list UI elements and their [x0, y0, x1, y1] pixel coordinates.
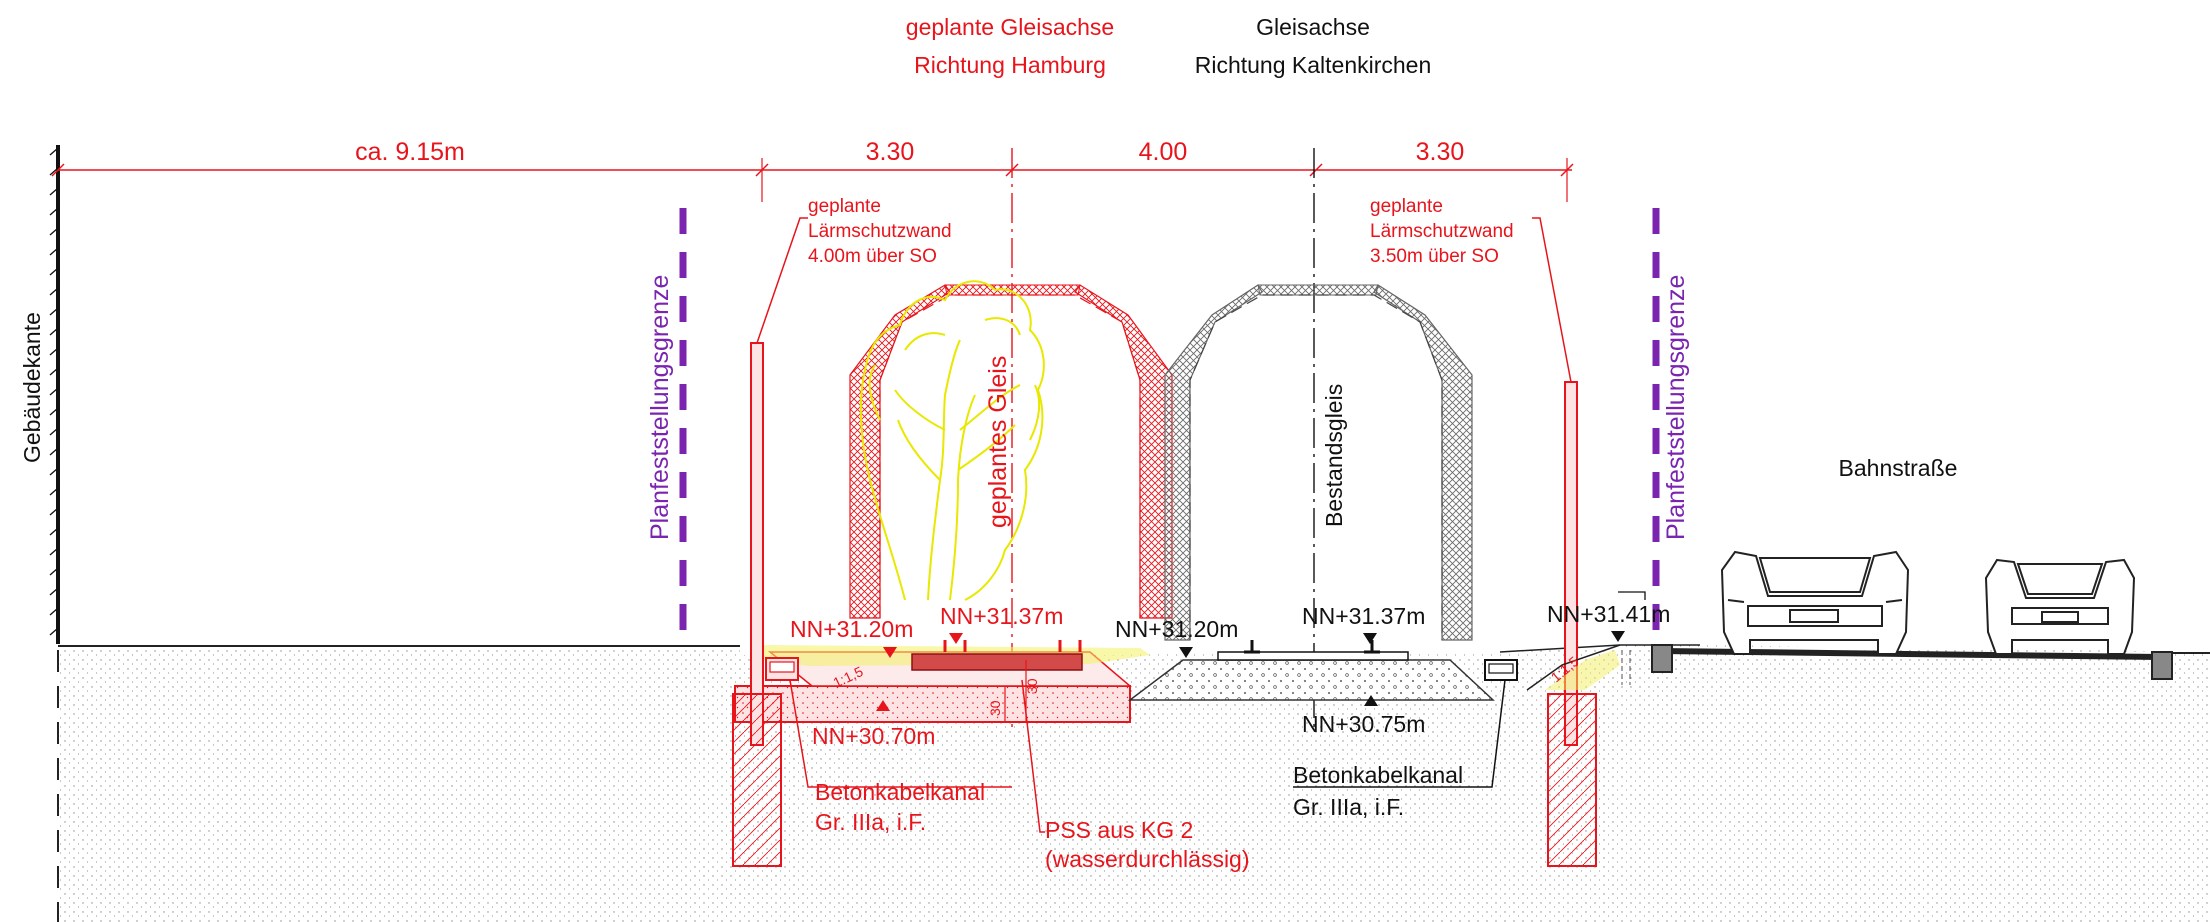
level-label-6: NN+30.70m — [812, 723, 935, 749]
boundary-label-left: Planfeststellungsgrenze — [646, 275, 674, 540]
planned-rail-marks — [943, 640, 1082, 652]
right-dashed-posts — [1621, 650, 1631, 685]
noise-wall-left-line3: 4.00m über SO — [808, 246, 937, 267]
foundation-left — [732, 693, 782, 867]
cable-right-line2: Gr. IIIa, i.F. — [1293, 794, 1404, 820]
pss-line2: (wasserdurchlässig) — [1045, 846, 1250, 872]
existing-clearance-hatch-right — [1373, 284, 1473, 641]
dimension-label-2: 3.30 — [866, 138, 915, 166]
level-label-7: NN+30.75m — [1302, 711, 1425, 737]
existing-sleepers — [1217, 651, 1409, 661]
existing-clearance-roof — [1257, 284, 1379, 296]
level-label-3: NN+31.20m — [1115, 616, 1238, 642]
depth-dimension — [1004, 660, 1027, 722]
cable-right-line1: Betonkabelkanal — [1293, 762, 1463, 788]
existing-axis-line1: Gleisachse — [1256, 14, 1370, 40]
existing-track-label: Bestandsgleis — [1321, 384, 1347, 527]
tree-symbol — [859, 280, 1045, 601]
car-left — [1720, 550, 1910, 655]
planned-axis-line1: geplante Gleisachse — [906, 14, 1114, 40]
cable-right-leader — [1293, 679, 1506, 788]
planned-track-label: geplantes Gleis — [984, 356, 1012, 528]
street-label: Bahnstraße — [1839, 455, 1958, 481]
level-marker-6 — [876, 700, 890, 711]
right-slope — [1526, 644, 1621, 691]
noise-wall-right-leader — [1532, 217, 1572, 383]
existing-axis-line2: Richtung Kaltenkirchen — [1195, 52, 1432, 78]
planned-clearance-roof — [944, 284, 1081, 296]
planned-clearance-hatch-right — [1074, 284, 1173, 619]
foundation-right — [1547, 693, 1597, 867]
depth-label-b: 30 — [1024, 678, 1040, 694]
level-label-2: NN+31.37m — [940, 603, 1063, 629]
pss-leader — [1021, 679, 1045, 833]
depth-label-a: 30 — [987, 700, 1003, 716]
dimension-label-4: 3.30 — [1416, 138, 1465, 166]
noise-wall-right-line3: 3.50m über SO — [1370, 246, 1499, 267]
level-marker-5 — [1611, 631, 1625, 642]
level-label-5: NN+31.41m — [1547, 601, 1670, 627]
noise-wall-right — [1564, 381, 1578, 746]
existing-clearance-hatch-left — [1164, 284, 1263, 641]
noise-wall-right-line2: Lärmschutzwand — [1370, 221, 1514, 242]
cable-left-line1: Betonkabelkanal — [815, 779, 985, 805]
ground-fill — [58, 645, 2210, 922]
curb-left — [1651, 644, 1673, 673]
noise-wall-left-leader — [756, 217, 808, 344]
dimension-label-3: 4.00 — [1139, 138, 1188, 166]
level-marker-7 — [1364, 695, 1378, 706]
existing-ballast — [1127, 659, 1495, 701]
boundary-label-right: Planfeststellungsgrenze — [1662, 275, 1690, 540]
cable-left-leader — [789, 679, 1012, 788]
noise-wall-right-line1: geplante — [1370, 196, 1443, 217]
level-label-1: NN+31.20m — [790, 616, 913, 642]
noise-wall-left — [750, 342, 764, 746]
noise-wall-left-line1: geplante — [808, 196, 881, 217]
noise-wall-left-line2: Lärmschutzwand — [808, 221, 952, 242]
dimension-extensions — [761, 158, 1568, 202]
building-edge-hatch — [49, 147, 59, 636]
existing-clearance-outline — [1189, 294, 1443, 640]
planned-clearance-outline — [879, 294, 1141, 618]
existing-rail-left — [1244, 640, 1260, 654]
planned-sleepers — [911, 653, 1083, 671]
dimension-label-1: ca. 9.15m — [355, 138, 465, 166]
planned-axis-line2: Richtung Hamburg — [914, 52, 1106, 78]
right-slope-fill — [1545, 650, 1620, 690]
car-right — [1984, 558, 2136, 655]
cable-duct-right-inner — [1488, 663, 1514, 674]
cable-left-line2: Gr. IIIa, i.F. — [815, 809, 926, 835]
curb-right — [2151, 651, 2173, 680]
level-marker-1 — [883, 647, 897, 658]
level-label-4: NN+31.37m — [1302, 603, 1425, 629]
pss-line1: PSS aus KG 2 — [1045, 817, 1193, 843]
cable-duct-left-inner — [769, 661, 795, 673]
building-edge-label: Gebäudekante — [19, 312, 45, 463]
right-axis-marker — [1618, 591, 1646, 600]
level-marker-4 — [1363, 633, 1377, 644]
level-marker-2 — [949, 633, 963, 644]
existing-rail-right — [1364, 640, 1380, 654]
level-marker-3 — [1179, 647, 1193, 658]
